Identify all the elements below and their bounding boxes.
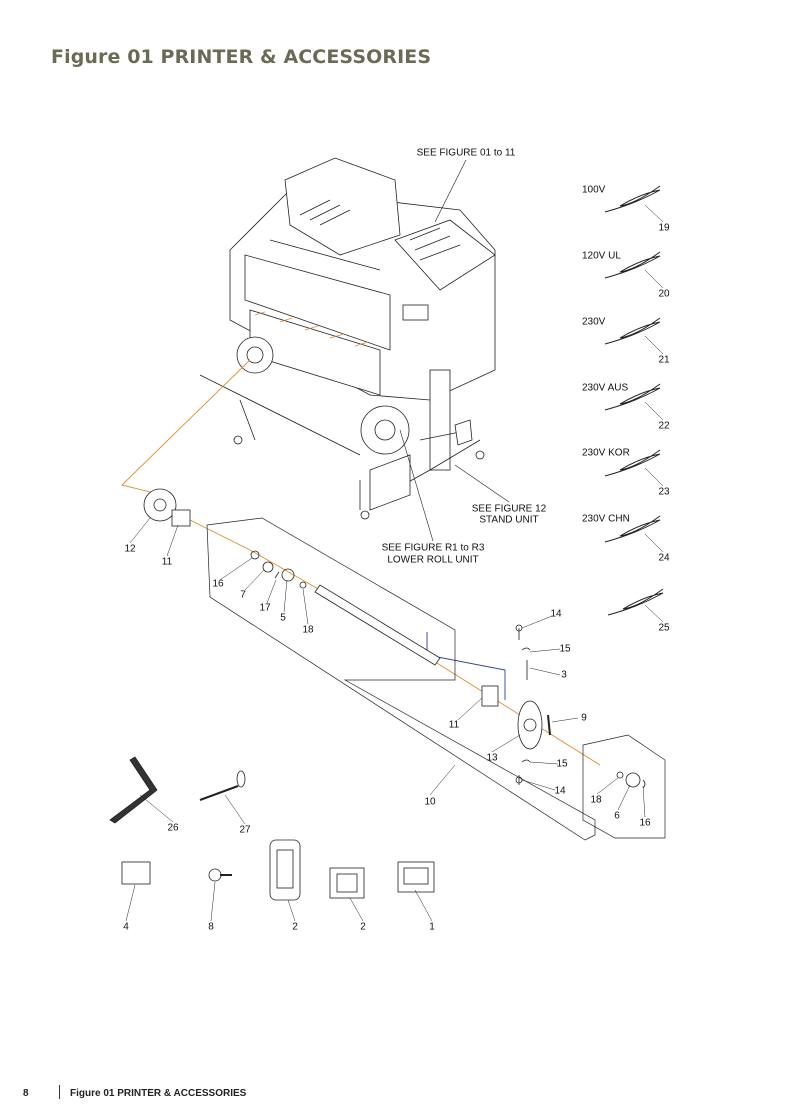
- callout: 27: [239, 824, 251, 836]
- ref-roll-label-1: SEE FIGURE R1 to R3: [381, 542, 485, 554]
- cord-voltage: 230V: [582, 316, 606, 328]
- ref-stand-label-2: STAND UNIT: [479, 514, 539, 526]
- callout: 17: [259, 602, 271, 614]
- callout: 15: [556, 758, 568, 770]
- footer-section-title: Figure 01 PRINTER & ACCESSORIES: [70, 1088, 247, 1099]
- callout: 1: [429, 921, 435, 933]
- callout: 14: [550, 608, 562, 620]
- cord-voltage: 230V AUS: [582, 382, 629, 394]
- ref-printer-label: SEE FIGURE 01 to 11: [416, 147, 516, 159]
- footer-divider: [59, 1085, 60, 1099]
- callout: 11: [448, 719, 460, 731]
- callout: 6: [614, 810, 620, 822]
- cord-part: 20: [658, 288, 670, 300]
- ref-roll-label-2: LOWER ROLL UNIT: [387, 554, 479, 566]
- page-title: Figure 01 PRINTER & ACCESSORIES: [51, 46, 432, 68]
- cord-voltage: 230V CHN: [582, 513, 630, 525]
- cord-part: 22: [658, 420, 670, 432]
- callout: 26: [167, 822, 179, 834]
- cord-voltage: 100V: [582, 184, 606, 196]
- cord-voltage: 120V UL: [582, 250, 621, 262]
- cord-part: 23: [658, 486, 670, 498]
- callout: 12: [124, 543, 136, 555]
- callout: 2: [360, 921, 366, 933]
- cord-part: 21: [658, 354, 670, 366]
- callout: 18: [302, 624, 314, 636]
- cord-part: 19: [658, 222, 670, 234]
- page-number: 8: [23, 1088, 29, 1099]
- callout: 16: [639, 817, 651, 829]
- callout: 2: [292, 921, 298, 933]
- callout: 11: [161, 556, 173, 568]
- callout: 7: [240, 589, 246, 601]
- cord-part: 24: [658, 552, 670, 564]
- cord-voltage: 230V KOR: [582, 447, 630, 459]
- callout: 10: [424, 796, 436, 808]
- cord-part: 25: [658, 622, 670, 634]
- callout: 14: [554, 785, 566, 797]
- callout: 9: [581, 712, 587, 724]
- printer-illustration: [199, 157, 496, 520]
- power-cord-icons: [604, 185, 664, 616]
- callout: 16: [212, 578, 224, 590]
- callout: 13: [486, 752, 498, 764]
- ref-stand-label-1: SEE FIGURE 12: [471, 503, 547, 515]
- callout: 8: [208, 921, 214, 933]
- callout: 5: [280, 612, 286, 624]
- callout: 4: [123, 921, 129, 933]
- callout: 15: [559, 643, 571, 655]
- callout: 18: [590, 794, 602, 806]
- callout: 3: [561, 669, 567, 681]
